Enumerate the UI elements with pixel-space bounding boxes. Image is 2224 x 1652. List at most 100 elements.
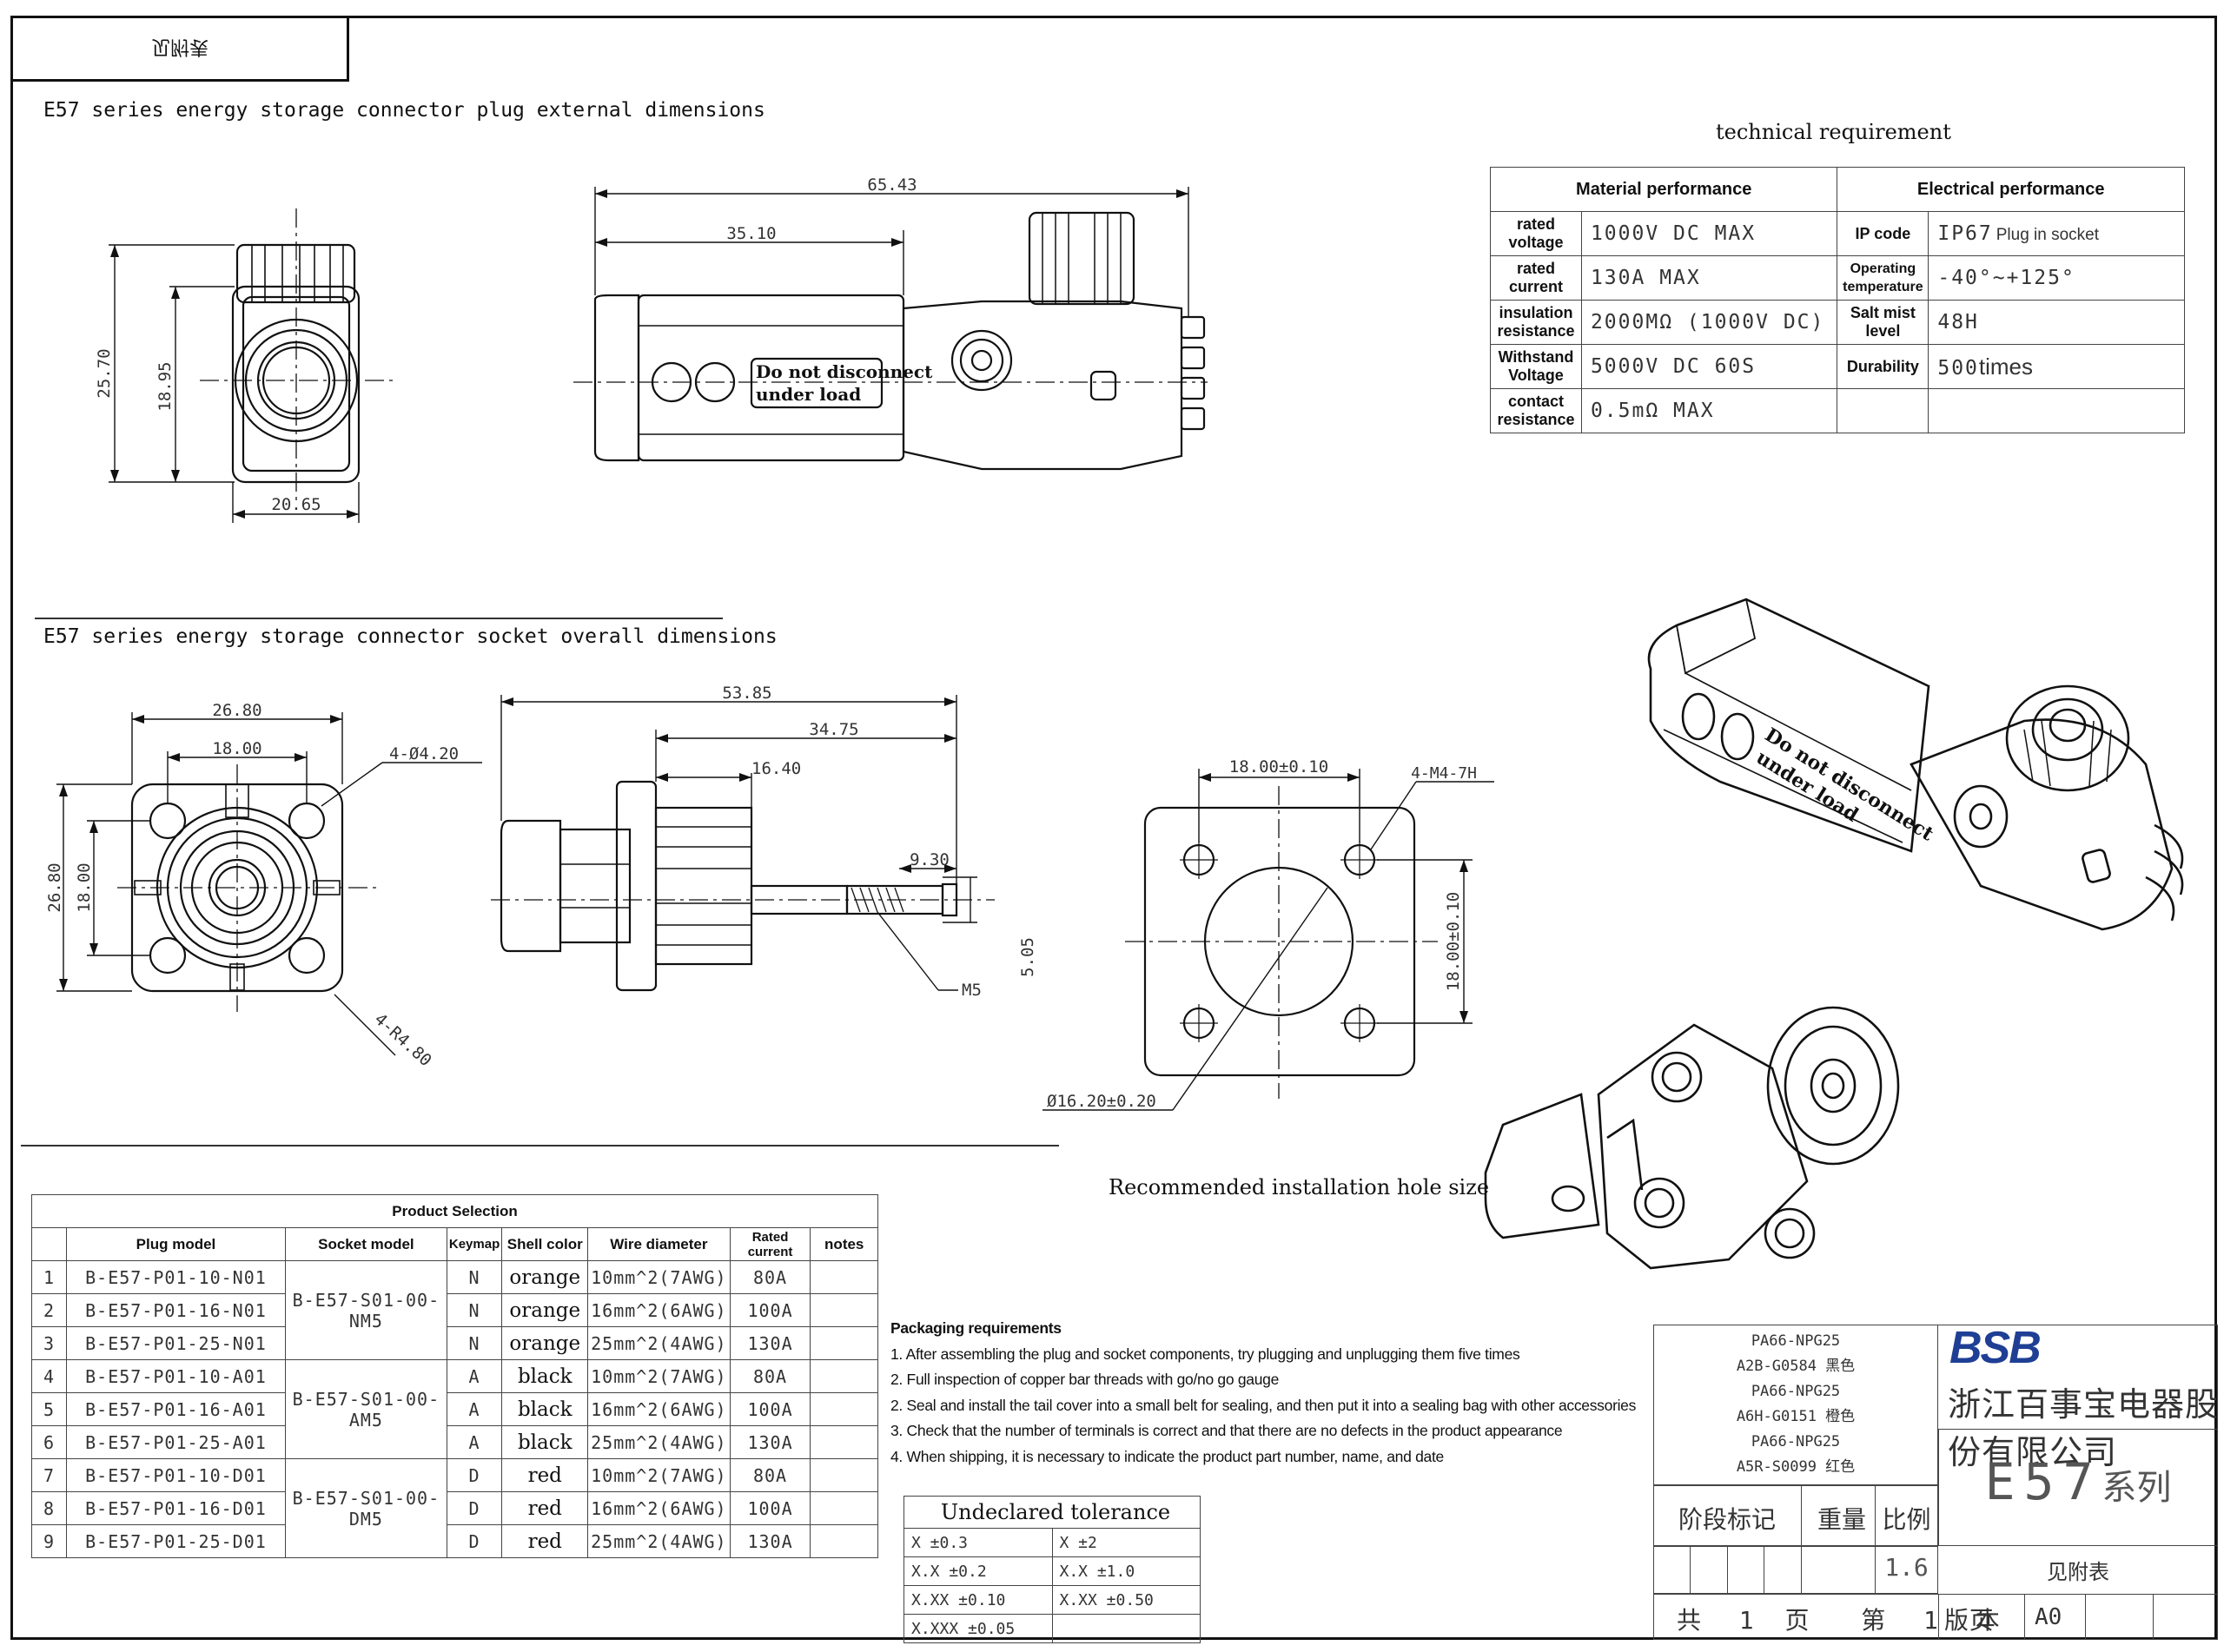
- shell-color: orange: [501, 1293, 589, 1327]
- dim-socket-total: 53.85: [722, 684, 771, 703]
- keymap: N: [446, 1293, 503, 1327]
- stage-mark: 阶段标记: [1678, 1506, 1776, 1533]
- dim-socket-d2: 16.40: [751, 759, 801, 778]
- dim-plug-width: 20.65: [271, 495, 321, 514]
- plug-model: B-E57-P01-25-A01: [65, 1425, 287, 1459]
- row-index: 9: [31, 1524, 67, 1558]
- rated-current: 80A: [729, 1458, 811, 1492]
- plug-model: B-E57-P01-10-N01: [65, 1260, 287, 1294]
- dim-hole-width: 18.00±0.10: [1229, 757, 1328, 776]
- shell-color: black: [501, 1359, 589, 1393]
- page-label: 第: [1861, 1607, 1886, 1634]
- series-box: [1938, 1429, 2218, 1546]
- tech-value: 48H: [1928, 300, 2185, 345]
- dim-socket-height-inner: 18.00: [75, 862, 94, 912]
- packaging-requirements: Packaging requirements 1. After assembli…: [890, 1316, 1636, 1470]
- notes: [810, 1491, 878, 1525]
- notes: [810, 1458, 878, 1492]
- tech-row: contact resistance 0.5mΩ MAX: [1490, 388, 2185, 433]
- shell-color: orange: [501, 1260, 589, 1294]
- material-item: PA66-NPG25: [1751, 1332, 1841, 1350]
- material-item: PA66-NPG25: [1751, 1383, 1841, 1400]
- tech-value: -40°~+125°: [1928, 255, 2185, 301]
- plug-iso-elbow: [1910, 718, 2174, 931]
- see-table-label: 见附表: [2047, 1561, 2109, 1584]
- stage-row: [1653, 1485, 1938, 1546]
- socket-side-cap: [500, 819, 562, 953]
- dim-plug-total-length: 65.43: [867, 175, 917, 195]
- tech-label: rated current: [1490, 255, 1582, 301]
- socket-side-view: 53.85 34.75 16.40 9.30 5.05 M5: [491, 684, 1037, 1000]
- install-caption: Recommended installation hole size: [1109, 1175, 1490, 1199]
- socket-section-title: E57 series energy storage connector sock…: [43, 625, 778, 648]
- tech-value: 1000V DC MAX: [1580, 211, 1838, 256]
- plug-side-view: Do not disconnect under load 65.43 35.10: [573, 175, 1208, 471]
- tech-label: IP code: [1837, 211, 1929, 256]
- plug-model: B-E57-P01-16-D01: [65, 1491, 287, 1525]
- series-code: E57: [1984, 1452, 2102, 1511]
- table-row: 2 B-E57-P01-16-N01 N orange 16mm^2(6AWG)…: [31, 1293, 878, 1327]
- rated-current: 80A: [729, 1359, 811, 1393]
- wire-diameter: 16mm^2(6AWG): [587, 1491, 731, 1525]
- notes: [810, 1425, 878, 1459]
- plug-model: B-E57-P01-10-D01: [65, 1458, 287, 1492]
- tech-label: rated voltage: [1490, 211, 1582, 256]
- plug-model: B-E57-P01-25-N01: [65, 1326, 287, 1360]
- shell-color: orange: [501, 1326, 589, 1360]
- tech-row: insulation resistance 2000MΩ (1000V DC) …: [1490, 300, 2185, 345]
- tolerance-cell: X.X ±0.2: [904, 1556, 1053, 1586]
- page-number: 1: [1923, 1606, 1938, 1635]
- rated-current: 130A: [729, 1524, 811, 1558]
- wire-diameter: 25mm^2(4AWG): [587, 1326, 731, 1360]
- socket-model: B-E57-S01-00-AM5: [285, 1359, 447, 1459]
- plug-front-view: 25.70 18.95 20.65: [95, 208, 395, 523]
- shell-color: red: [501, 1491, 589, 1525]
- rated-current: 100A: [729, 1392, 811, 1426]
- dim-hole-height: 18.00±0.10: [1444, 892, 1463, 991]
- plug-side-elbow: [902, 300, 1183, 471]
- tech-label: Salt mist level: [1837, 300, 1929, 345]
- tech-label: contact resistance: [1490, 388, 1582, 433]
- dim-hole-tapped: 4-M4-7H: [1411, 764, 1477, 783]
- shell-color: black: [501, 1425, 589, 1459]
- dim-socket-thread: M5: [962, 981, 982, 1000]
- packaging-item: 2. Full inspection of copper bar threads…: [890, 1371, 1280, 1388]
- dim-hole-diameter: Ø16.20±0.20: [1047, 1092, 1156, 1111]
- col-shell-color: Shell color: [501, 1227, 589, 1261]
- tech-value: 0.5mΩ MAX: [1580, 388, 1838, 433]
- plug-side-knob: [1028, 211, 1135, 306]
- material-item: A5R-S0099 红色: [1736, 1458, 1856, 1476]
- product-title: Product Selection: [31, 1194, 878, 1228]
- series-label: E57系列: [1938, 1452, 2218, 1511]
- top-tab-label: 见附表: [150, 36, 208, 58]
- packaging-item: 1. After assembling the plug and socket …: [890, 1345, 1520, 1363]
- tech-value: 2000MΩ (1000V DC): [1580, 300, 1838, 345]
- table-row: 4 B-E57-P01-10-A01 B-E57-S01-00-AM5 A bl…: [31, 1359, 878, 1459]
- tech-value-main: -40°~+125°: [1937, 267, 2075, 289]
- section-divider: [35, 618, 723, 619]
- keymap: D: [446, 1491, 503, 1525]
- rated-current: 130A: [729, 1425, 811, 1459]
- plug-model: B-E57-P01-25-D01: [65, 1524, 287, 1558]
- tech-label: Withstand Voltage: [1490, 344, 1582, 389]
- socket-side-flange: [615, 780, 658, 992]
- wire-diameter: 10mm^2(7AWG): [587, 1260, 731, 1294]
- dim-plug-partial-length: 35.10: [726, 224, 776, 243]
- shell-color: black: [501, 1392, 589, 1426]
- socket-iso-bar: [1484, 1093, 1600, 1239]
- dim-socket-d3: 9.30: [910, 850, 950, 869]
- page-unit: 页: [1784, 1607, 1810, 1634]
- tech-title: technical requirement: [1716, 120, 1951, 144]
- dim-plug-height-outer: 25.70: [95, 348, 114, 398]
- packaging-item: 3. Check that the number of terminals is…: [890, 1422, 1563, 1439]
- packaging-item: 2. Seal and install the tail cover into …: [890, 1396, 1637, 1414]
- row-index: 1: [31, 1260, 67, 1294]
- top-tab: [10, 16, 349, 82]
- hole-pattern-view: 18.00±0.10 18.00±0.10 4-M4-7H Ø16.20±0.2…: [1042, 757, 1494, 1111]
- col-notes: notes: [810, 1227, 878, 1261]
- dim-socket-holes: 4-Ø4.20: [389, 744, 459, 763]
- col-keymap: Keymap: [446, 1227, 503, 1261]
- stage-cell-divider: [1690, 1546, 1691, 1594]
- rated-current: 130A: [729, 1326, 811, 1360]
